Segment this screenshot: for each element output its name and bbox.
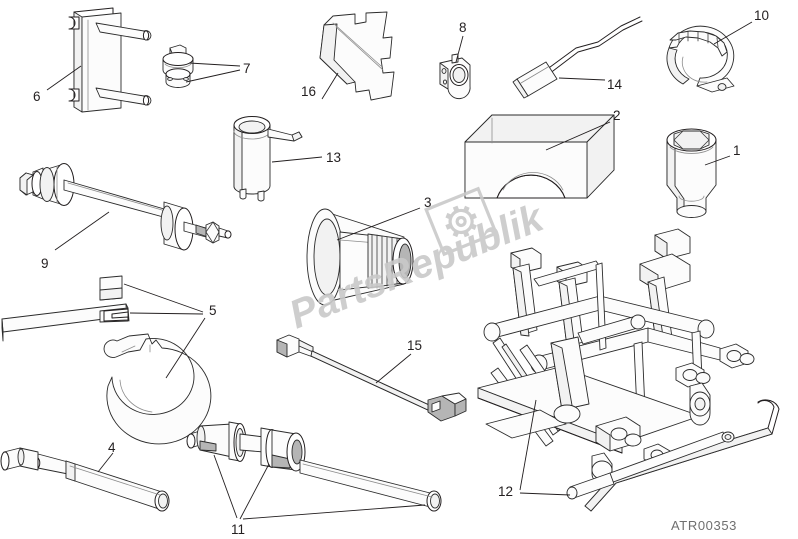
part-fork-bracket: 6 (33, 7, 152, 113)
callout-1: 1 (733, 143, 741, 158)
part-filter-cup: 13 (233, 116, 341, 202)
part-ring-spanner: 10 (666, 8, 769, 93)
part-socket-tool: 1 (666, 128, 741, 218)
part-sheet-guard: 16 (301, 11, 395, 101)
callout-5: 5 (209, 303, 217, 318)
callout-2: 2 (613, 108, 621, 123)
callout-14: 14 (607, 77, 623, 92)
part-bush-driver-set: 11 (186, 421, 442, 537)
part-shaft-puller: 9 (19, 163, 232, 271)
callout-4: 4 (108, 440, 116, 455)
part-hook-tool: 14 (512, 16, 643, 99)
callout-7: 7 (243, 61, 251, 76)
callout-10: 10 (754, 8, 769, 23)
part-valve-tool: 7 (162, 44, 251, 88)
callout-16: 16 (301, 84, 316, 99)
part-clamp-set: 5 (1, 275, 217, 445)
drawing-code: ATR00353 (671, 518, 737, 533)
callout-13: 13 (326, 150, 341, 165)
callout-8: 8 (459, 20, 467, 35)
part-drift-punch: 4 (0, 440, 170, 512)
part-support-block: 2 (464, 108, 621, 199)
callout-3: 3 (424, 195, 432, 210)
callout-12: 12 (498, 484, 513, 499)
part-motorcycle-lift: 12 (477, 228, 780, 512)
callout-15: 15 (407, 338, 422, 353)
callout-11: 11 (231, 522, 245, 537)
callout-6: 6 (33, 89, 41, 104)
callout-9: 9 (41, 256, 49, 271)
part-collar-clamp: 8 (439, 20, 471, 100)
part-diagnostic-cable: 15 (276, 334, 467, 422)
part-bearing-driver: 3 (306, 195, 432, 306)
gear-icon (445, 205, 477, 238)
